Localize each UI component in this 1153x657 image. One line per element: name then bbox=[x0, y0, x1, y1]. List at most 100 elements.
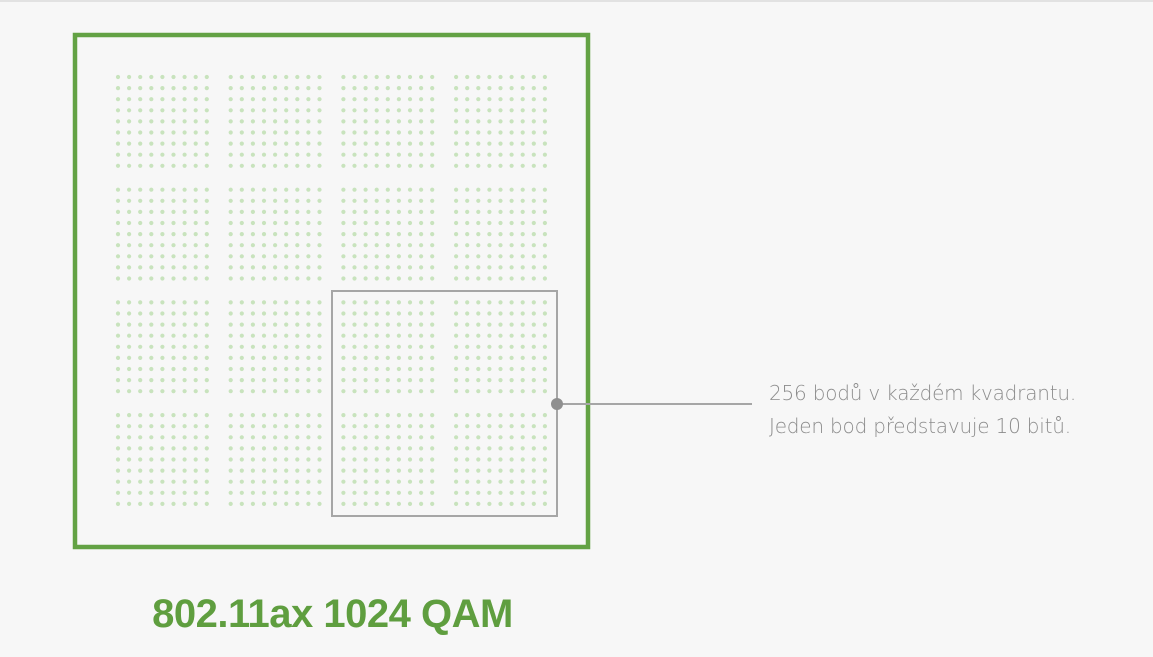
constellation-point bbox=[138, 97, 143, 102]
constellation-point bbox=[341, 187, 346, 192]
constellation-point bbox=[193, 108, 198, 113]
constellation-point bbox=[273, 108, 278, 113]
constellation-point bbox=[295, 479, 300, 484]
constellation-point bbox=[273, 163, 278, 168]
constellation-point bbox=[520, 108, 525, 113]
constellation-point bbox=[487, 366, 492, 372]
constellation-point bbox=[228, 276, 233, 281]
constellation-point bbox=[542, 198, 548, 203]
constellation-point bbox=[127, 243, 132, 248]
constellation-point bbox=[182, 413, 187, 418]
constellation-point bbox=[284, 97, 289, 102]
constellation-point bbox=[160, 413, 165, 418]
constellation-point bbox=[396, 163, 401, 168]
constellation-point bbox=[284, 355, 289, 360]
constellation-point bbox=[454, 97, 459, 102]
constellation-point bbox=[317, 243, 322, 248]
constellation-point bbox=[341, 198, 346, 203]
constellation-point bbox=[160, 152, 165, 157]
constellation-point bbox=[250, 209, 255, 214]
constellation-point bbox=[465, 389, 470, 394]
constellation-point bbox=[352, 501, 357, 506]
constellation-point bbox=[306, 457, 311, 462]
callout-anchor-dot bbox=[551, 398, 563, 410]
constellation-point bbox=[261, 322, 267, 327]
constellation-point bbox=[498, 232, 503, 237]
constellation-point bbox=[171, 108, 176, 113]
constellation-point bbox=[273, 97, 278, 102]
constellation-point bbox=[250, 344, 255, 349]
constellation-point bbox=[171, 355, 176, 360]
constellation-point bbox=[204, 468, 209, 473]
constellation-point bbox=[396, 220, 401, 226]
constellation-point bbox=[419, 311, 424, 316]
constellation-point bbox=[542, 130, 548, 135]
constellation-point bbox=[204, 276, 209, 281]
constellation-point bbox=[250, 424, 255, 429]
constellation-point bbox=[352, 457, 357, 462]
constellation-point bbox=[250, 265, 255, 270]
constellation-point bbox=[385, 468, 390, 473]
constellation-point bbox=[520, 479, 525, 484]
constellation-point bbox=[465, 355, 470, 360]
constellation-point bbox=[317, 490, 322, 495]
constellation-point bbox=[531, 389, 536, 394]
constellation-point bbox=[476, 108, 481, 113]
constellation-point bbox=[465, 490, 470, 495]
constellation-point bbox=[396, 468, 401, 473]
constellation-point bbox=[476, 457, 481, 462]
constellation-point bbox=[193, 198, 198, 203]
constellation-point bbox=[306, 97, 311, 102]
constellation-point bbox=[284, 220, 289, 226]
constellation-point bbox=[306, 479, 311, 484]
constellation-point bbox=[396, 187, 401, 192]
constellation-point bbox=[115, 108, 121, 113]
annotation-line-1: 256 bodů v každém kvadrantu. bbox=[769, 381, 1077, 405]
constellation-point bbox=[520, 435, 525, 440]
constellation-point bbox=[261, 119, 267, 124]
constellation-point bbox=[487, 389, 492, 394]
constellation-point bbox=[193, 413, 198, 418]
constellation-point bbox=[419, 366, 424, 372]
constellation-point bbox=[419, 333, 424, 338]
constellation-point bbox=[149, 198, 154, 203]
constellation-point bbox=[182, 435, 187, 440]
constellation-point bbox=[127, 311, 132, 316]
constellation-point bbox=[193, 254, 198, 259]
constellation-point bbox=[396, 344, 401, 349]
constellation-point bbox=[385, 187, 390, 192]
constellation-point bbox=[261, 141, 267, 146]
constellation-point bbox=[138, 152, 143, 157]
constellation-point bbox=[341, 119, 346, 124]
constellation-point bbox=[306, 501, 311, 506]
constellation-point bbox=[149, 119, 154, 124]
constellation-point bbox=[520, 265, 525, 270]
constellation-point bbox=[419, 198, 424, 203]
constellation-point bbox=[317, 86, 322, 91]
constellation-point bbox=[284, 501, 289, 506]
constellation-point bbox=[306, 490, 311, 495]
constellation-point bbox=[498, 97, 503, 102]
constellation-point bbox=[171, 378, 176, 383]
constellation-point bbox=[317, 97, 322, 102]
constellation-point bbox=[182, 344, 187, 349]
constellation-point bbox=[193, 220, 198, 226]
constellation-point bbox=[374, 424, 379, 429]
constellation-point bbox=[149, 141, 154, 146]
constellation-point bbox=[407, 187, 413, 192]
constellation-point bbox=[396, 74, 401, 80]
constellation-point bbox=[430, 333, 435, 338]
constellation-point bbox=[171, 152, 176, 157]
constellation-point bbox=[498, 457, 503, 462]
constellation-point bbox=[182, 209, 187, 214]
constellation-dots bbox=[115, 74, 548, 506]
constellation-point bbox=[317, 209, 322, 214]
constellation-point bbox=[498, 209, 503, 214]
constellation-point bbox=[317, 435, 322, 440]
constellation-point bbox=[295, 97, 300, 102]
constellation-point bbox=[374, 490, 379, 495]
constellation-point bbox=[454, 108, 459, 113]
constellation-point bbox=[374, 74, 379, 80]
constellation-point bbox=[239, 490, 244, 495]
